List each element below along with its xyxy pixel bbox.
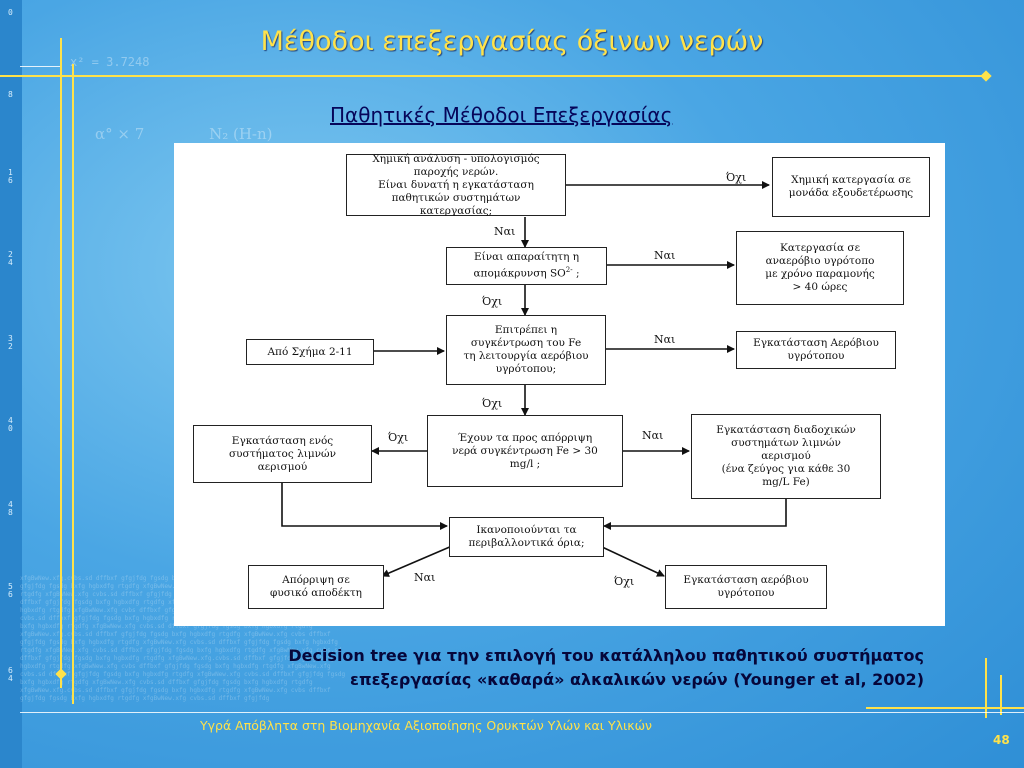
left-ruler-strip [0, 0, 22, 768]
ruler-mark: 2 [8, 250, 13, 259]
box-sulfate-line1: Είναι απαραίτητη η [474, 251, 579, 264]
label-no: Όχι [614, 575, 635, 588]
background-formula: α° × 7 N₂ (H-n) [95, 125, 272, 143]
box-from-figure: Από Σχήμα 2-11 [246, 339, 374, 365]
ruler-mark: 8 [8, 508, 13, 517]
label-yes: Ναι [642, 429, 664, 442]
ruler-mark: 0 [8, 8, 13, 17]
ruler-mark: 2 [8, 342, 13, 351]
ruler-mark: 0 [8, 424, 13, 433]
footer-text: Υγρά Απόβλητα στη Βιομηχανία Αξιοποίησης… [200, 718, 653, 733]
ruler-mark: 4 [8, 258, 13, 267]
ruler-mark: 3 [8, 334, 13, 343]
label-yes: Ναι [494, 225, 516, 238]
ruler-mark: 8 [8, 90, 13, 99]
decorative-line [1000, 675, 1002, 715]
ruler-mark: 5 [8, 582, 13, 591]
page-number: 48 [993, 733, 1010, 747]
box-single-aeration-pond: Εγκατάσταση ενός συστήματος λιμνών αερισ… [193, 425, 372, 483]
box-aerobic-wetland-install: Εγκατάσταση Αερόβιου υγρότοπου [736, 331, 896, 369]
box-natural-discharge: Απόρριψη σε φυσικό αποδέκτη [248, 565, 384, 609]
ruler-mark: 4 [8, 416, 13, 425]
sulfate-superscript: 2- [565, 266, 573, 275]
box-fe-over-30: Έχουν τα προς απόρριψη νερά συγκέντρωση … [427, 415, 623, 487]
label-no: Όχι [388, 431, 409, 444]
label-no: Όχι [482, 397, 503, 410]
ruler-mark: 4 [8, 500, 13, 509]
label-no: Όχι [726, 171, 747, 184]
caption-line: επεξεργασίας «καθαρά» αλκαλικών νερών (Y… [350, 670, 924, 689]
box-sulfate-removal: Είναι απαραίτητη η απομάκρυνση SO2- ; [446, 247, 607, 285]
box-sulfate-line2: απομάκρυνση SO2- ; [473, 266, 580, 280]
flowchart-connectors [281, 181, 787, 577]
decorative-line [866, 707, 1024, 709]
decorative-line [20, 66, 60, 67]
ruler-mark: 6 [8, 590, 13, 599]
background-formula: x² = 3.7248 [70, 55, 150, 69]
connector-arrow [381, 545, 453, 577]
label-no: Όχι [482, 295, 503, 308]
diamond-ornament-icon [980, 70, 992, 82]
label-yes: Ναι [414, 571, 436, 584]
background-formula-text: α° × 7 [95, 125, 145, 143]
box-chemical-analysis: Χημική ανάλυση - υπολογισμός παροχής νερ… [346, 153, 566, 217]
label-yes: Ναι [654, 333, 676, 346]
box-final-aerobic-wetland: Εγκατάσταση αερόβιου υγρότοπου [665, 565, 827, 609]
slide-subtitle: Παθητικές Μέθοδοι Επεξεργασίας [330, 103, 673, 127]
decorative-line [72, 64, 74, 704]
box-fe-concentration: Επιτρέπει η συγκέντρωση του Fe τη λειτου… [446, 315, 606, 385]
decorative-line [0, 75, 990, 77]
box-anaerobic-wetland: Κατεργασία σε αναερόβιο υγρότοπο με χρόν… [736, 231, 904, 305]
connector-arrow [599, 545, 665, 577]
slide-title: Μέθοδοι επεξεργασίας όξινων νερών [260, 26, 764, 57]
flowchart-panel: Χημική ανάλυση - υπολογισμός παροχής νερ… [174, 143, 945, 626]
decorative-line [60, 38, 62, 688]
decorative-line [20, 712, 1024, 713]
connector-arrow [281, 483, 448, 530]
ruler-mark: 6 [8, 176, 13, 185]
box-environmental-limits: Ικανοποιούνται τα περιβαλλοντικά όρια; [449, 517, 604, 557]
figure-caption: Decision tree για την επιλογή του κατάλλ… [190, 644, 924, 692]
box-successive-aeration-ponds: Εγκατάσταση διαδοχικών συστημάτων λιμνών… [691, 414, 881, 499]
ruler-mark: 6 [8, 666, 13, 675]
background-formula-text: N₂ (H-n) [209, 125, 273, 143]
ruler-mark: 1 [8, 168, 13, 177]
label-yes: Ναι [654, 249, 676, 262]
ruler: 0 8 1 6 2 4 3 2 4 0 4 8 5 6 6 4 [2, 0, 20, 768]
caption-line: Decision tree για την επιλογή του κατάλλ… [288, 646, 924, 665]
connector-arrow [603, 499, 787, 530]
box-chemical-treatment: Χημική κατεργασία σε μονάδα εξουδετέρωση… [772, 157, 930, 217]
decorative-line [985, 658, 987, 718]
ruler-mark: 4 [8, 674, 13, 683]
